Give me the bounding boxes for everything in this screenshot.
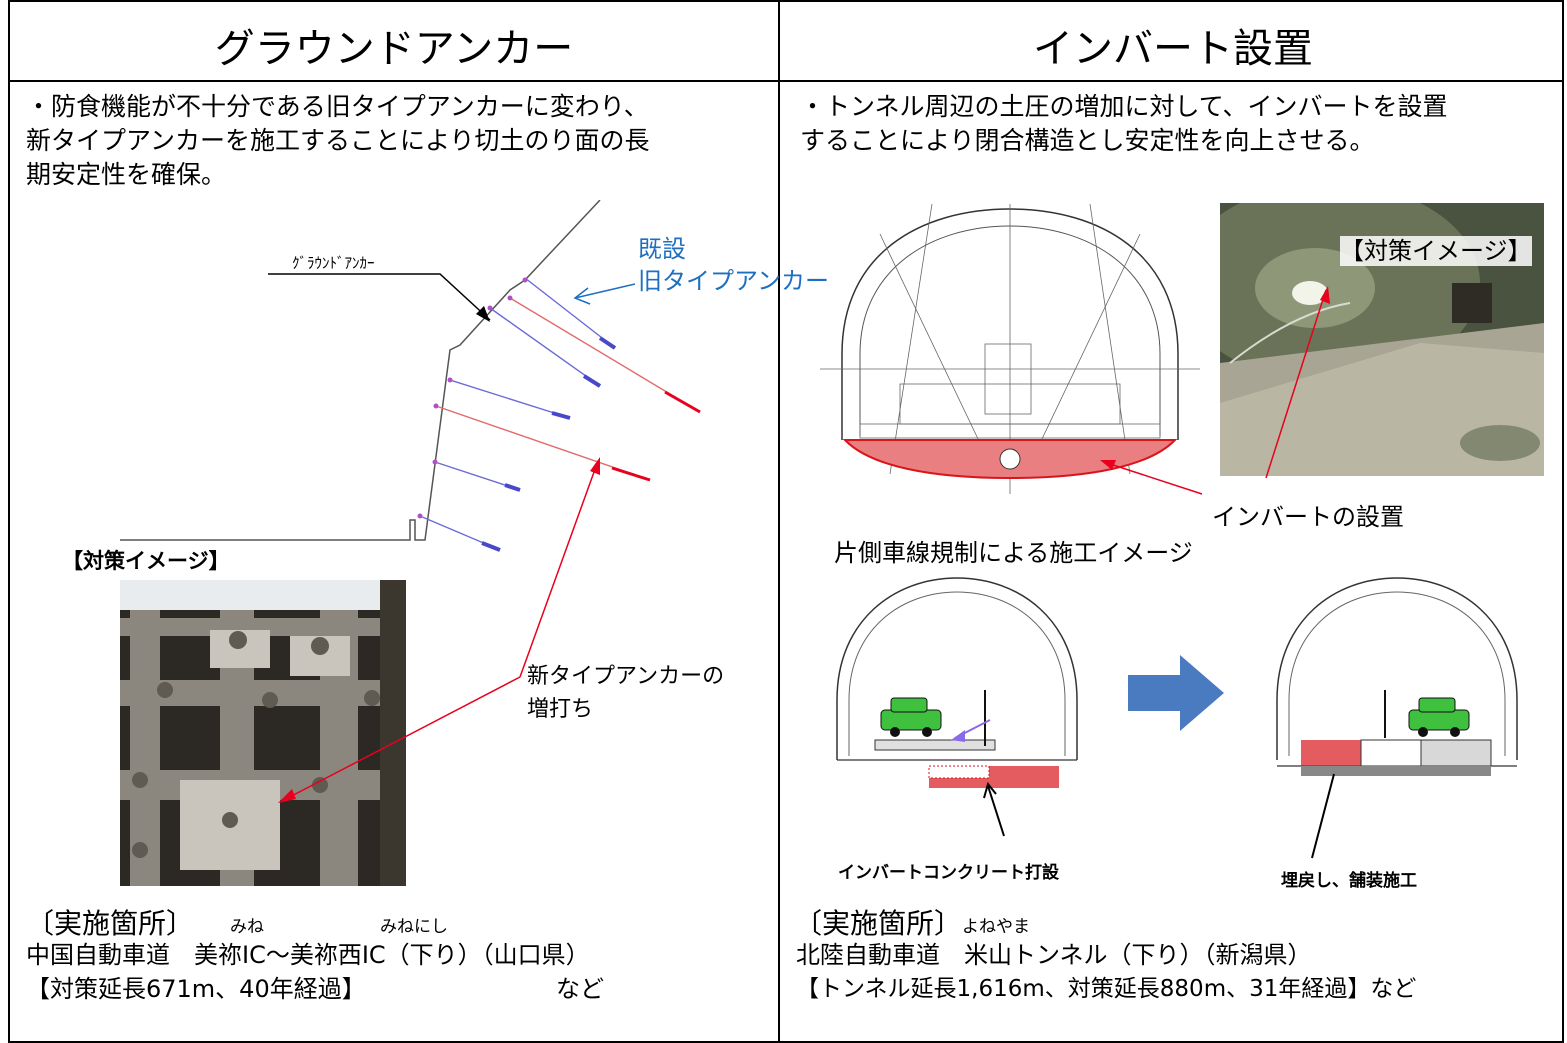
- new-anchor-label: 新タイプアンカーの 増打ち: [527, 660, 724, 726]
- right-desc-line2: することにより閉合構造とし安定性を向上させる。: [800, 126, 1375, 155]
- construction-stage-2: [1276, 577, 1518, 776]
- old-anchor-tips: [481, 336, 617, 552]
- backfill-label: 埋戻し、舗装施工: [1281, 871, 1417, 891]
- right-ruby-1: よねやま: [962, 917, 1030, 937]
- left-site-suffix: など: [556, 975, 604, 1003]
- car-icon-stage1: [880, 697, 942, 737]
- anchor-diagram-label: ｸﾞﾗｳﾝﾄﾞｱﾝｶｰ: [292, 254, 375, 272]
- tunnel-section-drawing: [820, 204, 1200, 494]
- anchor-label-arrowhead: [476, 306, 490, 322]
- anchor-grid-photo: [120, 580, 406, 886]
- new-anchor-pointer: [278, 457, 600, 803]
- left-description: ・防食機能が不十分である旧タイプアンカーに変わり、 新タイプアンカーを施工するこ…: [26, 90, 776, 192]
- pour-label: インバートコンクリート打設: [838, 863, 1059, 883]
- lane-restriction-label: 片側車線規制による施工イメージ: [834, 539, 1193, 567]
- new-anchor-label-line2: 増打ち: [527, 697, 594, 722]
- left-desc-line3: 期安定性を確保。: [26, 160, 227, 189]
- left-site-heading: 〔実施箇所〕: [26, 907, 195, 940]
- outer-frame: [8, 0, 1564, 1043]
- existing-anchor-arrowhead: [573, 287, 591, 305]
- invert-pointer: [1100, 286, 1330, 495]
- stage-arrow: [1128, 655, 1224, 731]
- left-ruby-2: みねにし: [380, 917, 448, 937]
- right-image-caption: 【対策イメージ】: [1340, 236, 1532, 266]
- existing-anchor-arrow: [574, 283, 636, 299]
- backfill-pointer: [1311, 773, 1335, 859]
- slope-profile: [120, 200, 601, 541]
- existing-label-line1: 既設: [638, 235, 686, 263]
- right-site-heading: 〔実施箇所〕: [794, 907, 963, 940]
- anchor-label-leader: [268, 273, 491, 321]
- column-divider: [778, 0, 780, 1043]
- left-image-caption: 【対策イメージ】: [62, 549, 230, 573]
- left-title: グラウンドアンカー: [214, 26, 574, 72]
- right-site-line2: 【トンネル延長1,616m、対策延長880m、31年経過】など: [796, 976, 1417, 1002]
- left-site-line1: 中国自動車道 美祢IC～美祢西IC（下り）（山口県）: [26, 941, 590, 969]
- right-site-line1: 北陸自動車道 米山トンネル（下り）（新潟県）: [796, 941, 1312, 969]
- pour-pointer: [983, 781, 1005, 837]
- new-anchor-label-line1: 新タイプアンカーの: [527, 664, 725, 689]
- left-ruby-1: みね: [230, 917, 264, 937]
- left-site-line2: 【対策延長671m、40年経過】: [26, 975, 366, 1003]
- new-anchors: [435, 297, 701, 481]
- header-divider: [8, 80, 1564, 82]
- new-anchor-tips: [611, 390, 701, 482]
- left-desc-line1: ・防食機能が不十分である旧タイプアンカーに変わり、: [26, 92, 649, 121]
- existing-anchor-label: 既設 旧タイプアンカー: [638, 233, 829, 297]
- anchor-slope-diagram: [120, 200, 701, 552]
- left-desc-line2: 新タイプアンカーを施工することにより切土のり面の長: [26, 126, 650, 155]
- existing-label-line2: 旧タイプアンカー: [638, 267, 830, 295]
- car-icon-stage2: [1408, 697, 1470, 737]
- right-desc-line1: ・トンネル周辺の土圧の増加に対して、インバートを設置: [800, 92, 1448, 121]
- right-description: ・トンネル周辺の土圧の増加に対して、インバートを設置 することにより閉合構造とし…: [800, 90, 1560, 158]
- construction-stage-1: [836, 577, 1078, 788]
- anchor-heads: [417, 277, 528, 519]
- right-title: インバート設置: [1033, 26, 1313, 72]
- invert-label: インバートの設置: [1212, 503, 1404, 531]
